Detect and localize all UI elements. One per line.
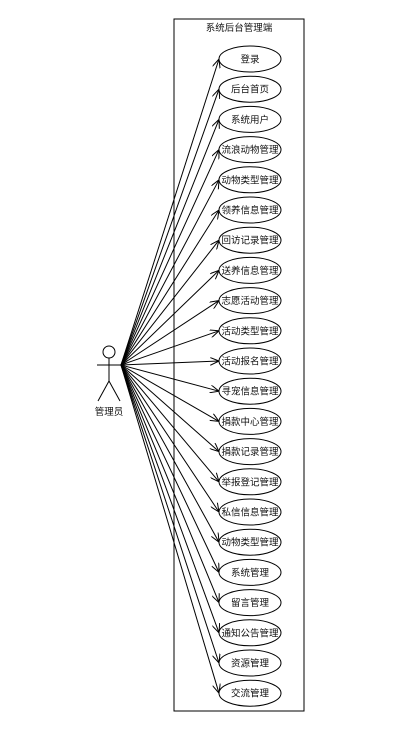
use-case-ellipse	[218, 166, 282, 194]
association-line	[120, 364, 219, 542]
use-case-ellipse	[218, 498, 282, 526]
association-line	[120, 180, 219, 366]
use-case-label: 系统用户	[231, 114, 269, 126]
use-case-label: 送养信息管理	[221, 265, 279, 277]
use-case-label: 寻宠信息管理	[221, 386, 279, 398]
use-case: 交流管理	[218, 679, 282, 707]
use-case-label: 志愿活动管理	[221, 295, 279, 307]
association-line	[120, 364, 219, 421]
use-case: 寻宠信息管理	[218, 377, 282, 405]
use-case-label: 系统管理	[231, 567, 270, 579]
use-case: 活动报名管理	[218, 347, 282, 375]
use-case-label: 动物类型管理	[221, 174, 279, 186]
association-line	[120, 301, 219, 366]
association-line	[120, 331, 219, 366]
association-line	[120, 364, 219, 391]
use-case-ellipse	[218, 438, 282, 466]
use-case: 通知公告管理	[218, 619, 282, 647]
association-line	[120, 364, 219, 512]
use-case-label: 交流管理	[231, 688, 270, 700]
use-case: 动物类型管理	[218, 528, 282, 556]
use-case-label: 领养信息管理	[221, 205, 279, 217]
use-case: 私信信息管理	[218, 498, 282, 526]
use-case-ellipse	[218, 317, 282, 345]
association-line	[120, 364, 219, 572]
use-case-ellipse	[218, 136, 282, 164]
association-line	[120, 364, 219, 693]
association-line	[120, 364, 219, 633]
use-case-ellipse	[218, 196, 282, 224]
use-case-ellipse	[218, 589, 282, 617]
use-case-label: 活动报名管理	[221, 356, 279, 368]
use-case-label: 活动类型管理	[221, 325, 279, 337]
use-case: 登录	[218, 45, 282, 73]
use-case: 举报登记管理	[218, 468, 282, 496]
use-case-label: 后台首页	[231, 84, 269, 96]
use-case-label: 回访记录管理	[221, 235, 279, 247]
system-title: 系统后台管理端	[206, 22, 273, 34]
use-case: 捐款记录管理	[218, 438, 282, 466]
actor-label: 管理员	[95, 406, 124, 418]
actor-right-leg	[108, 380, 121, 402]
use-case-label: 流浪动物管理	[221, 144, 279, 156]
use-case-label: 举报登记管理	[221, 476, 279, 488]
actor-head	[102, 345, 116, 359]
use-case-label: 通知公告管理	[221, 627, 279, 639]
use-case-label: 资源管理	[231, 658, 270, 670]
use-case: 留言管理	[218, 589, 282, 617]
use-case-ellipse	[218, 347, 282, 375]
use-case: 领养信息管理	[218, 196, 282, 224]
use-case-ellipse	[218, 75, 282, 103]
use-case: 志愿活动管理	[218, 287, 282, 315]
use-case-label: 登录	[240, 55, 260, 66]
use-case-ellipse	[218, 649, 282, 677]
use-case-ellipse	[218, 619, 282, 647]
use-case-ellipse	[218, 105, 282, 133]
association-line	[120, 119, 219, 366]
association-line	[120, 240, 219, 366]
use-case-ellipse	[218, 256, 282, 284]
use-case: 捐款中心管理	[218, 407, 282, 435]
actor-left-leg	[97, 380, 110, 402]
use-case-ellipse	[218, 528, 282, 556]
association-line	[120, 364, 219, 603]
association-line	[120, 361, 219, 366]
use-case: 系统管理	[218, 558, 282, 586]
use-case-label: 捐款记录管理	[221, 446, 279, 458]
association-line	[120, 150, 219, 366]
association-line	[120, 364, 219, 482]
use-case: 系统用户	[218, 105, 282, 133]
association-line	[120, 364, 219, 663]
use-case-label: 私信信息管理	[221, 507, 279, 519]
use-case-ellipse	[218, 45, 282, 73]
use-case: 流浪动物管理	[218, 136, 282, 164]
use-case: 送养信息管理	[218, 256, 282, 284]
actor-figure	[97, 345, 121, 402]
use-case-ellipse	[218, 287, 282, 315]
association-line	[120, 364, 219, 452]
use-case-label: 动物类型管理	[221, 537, 279, 549]
use-case-ellipse	[218, 377, 282, 405]
use-case: 活动类型管理	[218, 317, 282, 345]
association-line	[120, 270, 219, 366]
association-line	[120, 89, 219, 366]
use-case-ellipse	[218, 226, 282, 254]
use-case: 后台首页	[218, 75, 282, 103]
use-case-ellipse	[218, 407, 282, 435]
use-case: 资源管理	[218, 649, 282, 677]
use-case: 回访记录管理	[218, 226, 282, 254]
use-case-label: 留言管理	[231, 597, 270, 609]
association-line	[120, 59, 219, 366]
use-case-ellipse	[218, 558, 282, 586]
associations	[120, 59, 219, 693]
use-case-ellipse	[218, 679, 282, 707]
use-cases: 登录后台首页系统用户流浪动物管理动物类型管理领养信息管理回访记录管理送养信息管理…	[218, 45, 282, 707]
use-case-label: 捐款中心管理	[221, 416, 279, 428]
use-case: 动物类型管理	[218, 166, 282, 194]
association-line	[120, 210, 219, 366]
use-case-ellipse	[218, 468, 282, 496]
